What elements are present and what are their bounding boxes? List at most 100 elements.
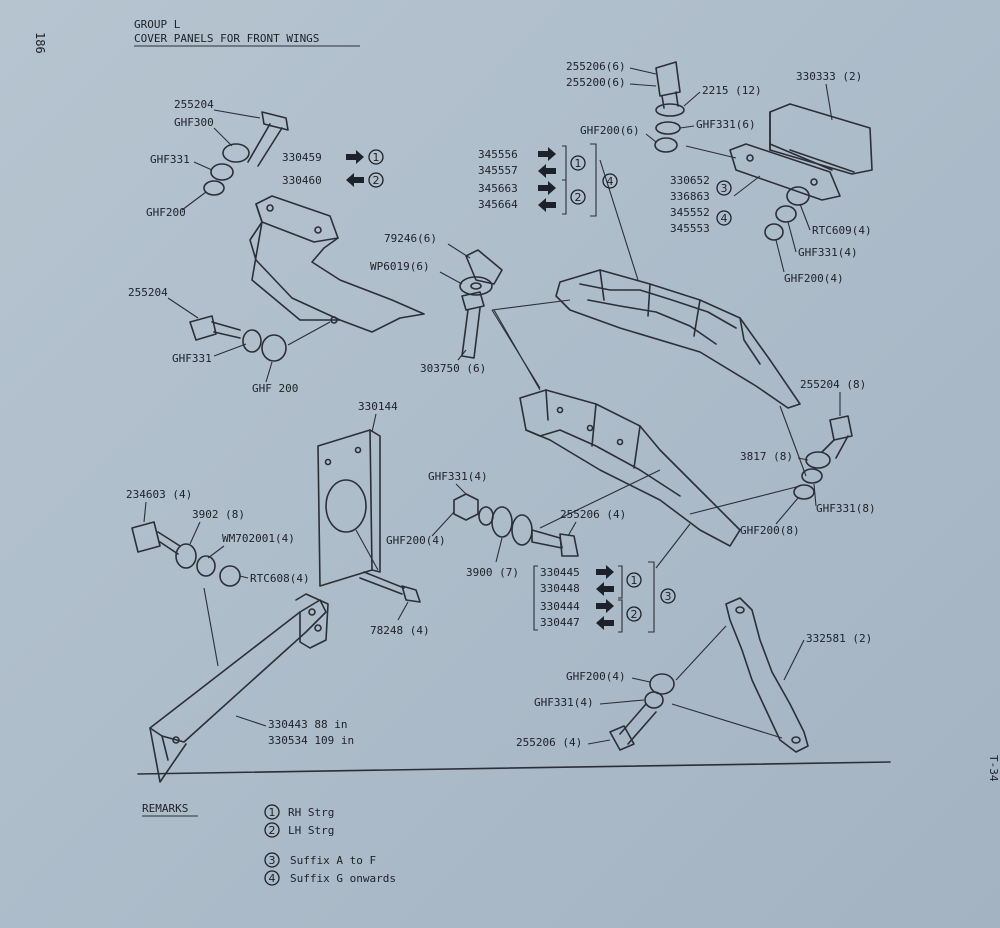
- label-ghf200-left: GHF200: [146, 206, 186, 219]
- remarks-divider: [137, 761, 891, 775]
- label-345556: 345556: [478, 148, 518, 161]
- remark-3-text: Suffix A to F: [290, 854, 376, 867]
- marker-4-bracket: 4: [721, 212, 728, 225]
- remark-4-text: Suffix G onwards: [290, 872, 396, 885]
- remark-2-text: LH Strg: [288, 824, 334, 837]
- label-ghf200-4-lower: GHF200(4): [566, 670, 626, 683]
- rh-arrow-icon: [346, 150, 364, 164]
- label-3900: 3900 (7): [466, 566, 519, 579]
- remark-1-circle: [264, 804, 280, 820]
- rh-arrow-icon: [596, 565, 614, 579]
- label-345664: 345664: [478, 198, 518, 211]
- label-330459: 330459: [282, 151, 322, 164]
- side-mark: T-34: [987, 755, 1000, 782]
- label-3902: 3902 (8): [192, 508, 245, 521]
- marker-circle-3-lower: [660, 588, 676, 604]
- fastener-group-center: [459, 249, 503, 359]
- label-345663: 345663: [478, 182, 518, 195]
- label-wm702001: WM702001(4): [222, 532, 295, 545]
- label-330448: 330448: [540, 582, 580, 595]
- label-rtc609: RTC609(4): [812, 224, 872, 237]
- marker-1-lower: 1: [631, 574, 638, 587]
- marker-circle-3-bracket: [716, 180, 732, 196]
- label-ghf200-4-center: GHF200(4): [386, 534, 446, 547]
- lh-arrow-icon: [538, 198, 556, 212]
- rh-arrow-icon: [596, 599, 614, 613]
- mounting-plate-330144: [317, 429, 421, 603]
- label-ghf331-mid: GHF331: [172, 352, 212, 365]
- label-330144: 330144: [358, 400, 398, 413]
- group-label: GROUP L: [134, 18, 181, 31]
- label-3817: 3817 (8): [740, 450, 793, 463]
- label-345557: 345557: [478, 164, 518, 177]
- remark-4-circle: [264, 870, 280, 886]
- label-330444: 330444: [540, 600, 580, 613]
- label-ghf200-4-top: GHF200(4): [784, 272, 844, 285]
- label-79246: 79246(6): [384, 232, 437, 245]
- marker-2-right: 2: [575, 191, 582, 204]
- lh-arrow-icon: [596, 582, 614, 596]
- label-ghf331-6: GHF331(6): [696, 118, 756, 131]
- long-bracket-330443: [131, 521, 329, 783]
- label-ghf300: GHF300: [174, 116, 214, 129]
- marker-3-lower: 3: [665, 590, 672, 603]
- label-330445: 330445: [540, 566, 580, 579]
- remark-1-text: RH Strg: [288, 806, 334, 819]
- page-number: 186: [33, 32, 47, 54]
- top-right-bracket: [654, 61, 873, 241]
- label-ghf200-mid: GHF 200: [252, 382, 298, 395]
- label-ghf200-6: GHF200(6): [580, 124, 640, 137]
- marker-circle-4-right: [602, 173, 618, 189]
- remark-4-num: 4: [269, 872, 276, 885]
- lower-cover-panel: [493, 309, 807, 547]
- marker-circle-1-right: [570, 155, 586, 171]
- label-ghf331-4-top: GHF331(4): [798, 246, 858, 259]
- label-255204-8: 255204 (8): [800, 378, 866, 391]
- marker-1-top: 1: [373, 151, 380, 164]
- marker-circle-2-right: [570, 189, 586, 205]
- marker-circle-2-top: [368, 172, 384, 188]
- label-255204-mid: 255204: [128, 286, 168, 299]
- remark-1-num: 1: [269, 806, 276, 819]
- strut-332581: [609, 597, 809, 753]
- label-ghf331-4-lower: GHF331(4): [534, 696, 594, 709]
- marker-circle-4-bracket: [716, 210, 732, 226]
- label-330447: 330447: [540, 616, 580, 629]
- label-303750: 303750 (6): [420, 362, 486, 375]
- remarks-heading: REMARKS: [142, 802, 188, 815]
- label-ghf331-4-center: GHF331(4): [428, 470, 488, 483]
- label-330534: 330534 109 in: [268, 734, 354, 747]
- label-330333: 330333 (2): [796, 70, 862, 83]
- label-255206-4-lower: 255206 (4): [516, 736, 582, 749]
- remark-3-circle: [264, 852, 280, 868]
- bolt-group-right: [793, 415, 853, 500]
- label-ghf200-8: GHF200(8): [740, 524, 800, 537]
- label-345553: 345553: [670, 222, 710, 235]
- upper-cover-panel: [491, 159, 801, 409]
- marker-1-right: 1: [575, 157, 582, 170]
- bracket-assembly-left: [189, 111, 425, 362]
- label-255200-6: 255200(6): [566, 76, 626, 89]
- label-255204-top: 255204: [174, 98, 214, 111]
- diagram-title: COVER PANELS FOR FRONT WINGS: [134, 32, 319, 45]
- label-330460: 330460: [282, 174, 322, 187]
- label-ghf331-left: GHF331: [150, 153, 190, 166]
- marker-3-bracket: 3: [721, 182, 728, 195]
- label-2215: 2215 (12): [702, 84, 762, 97]
- label-255206-6: 255206(6): [566, 60, 626, 73]
- label-ghf331-8: GHF331(8): [816, 502, 876, 515]
- label-332581: 332581 (2): [806, 632, 872, 645]
- label-345552: 345552: [670, 206, 710, 219]
- remark-3-num: 3: [269, 854, 276, 867]
- label-330652: 330652: [670, 174, 710, 187]
- remark-2-circle: [264, 822, 280, 838]
- lh-arrow-icon: [346, 173, 364, 187]
- marker-circle-2-lower: [626, 606, 642, 622]
- fastener-group-lower: [453, 469, 661, 557]
- label-255206-4-center: 255206 (4): [560, 508, 626, 521]
- lh-arrow-icon: [538, 164, 556, 178]
- rh-arrow-icon: [538, 147, 556, 161]
- remark-2-num: 2: [269, 824, 276, 837]
